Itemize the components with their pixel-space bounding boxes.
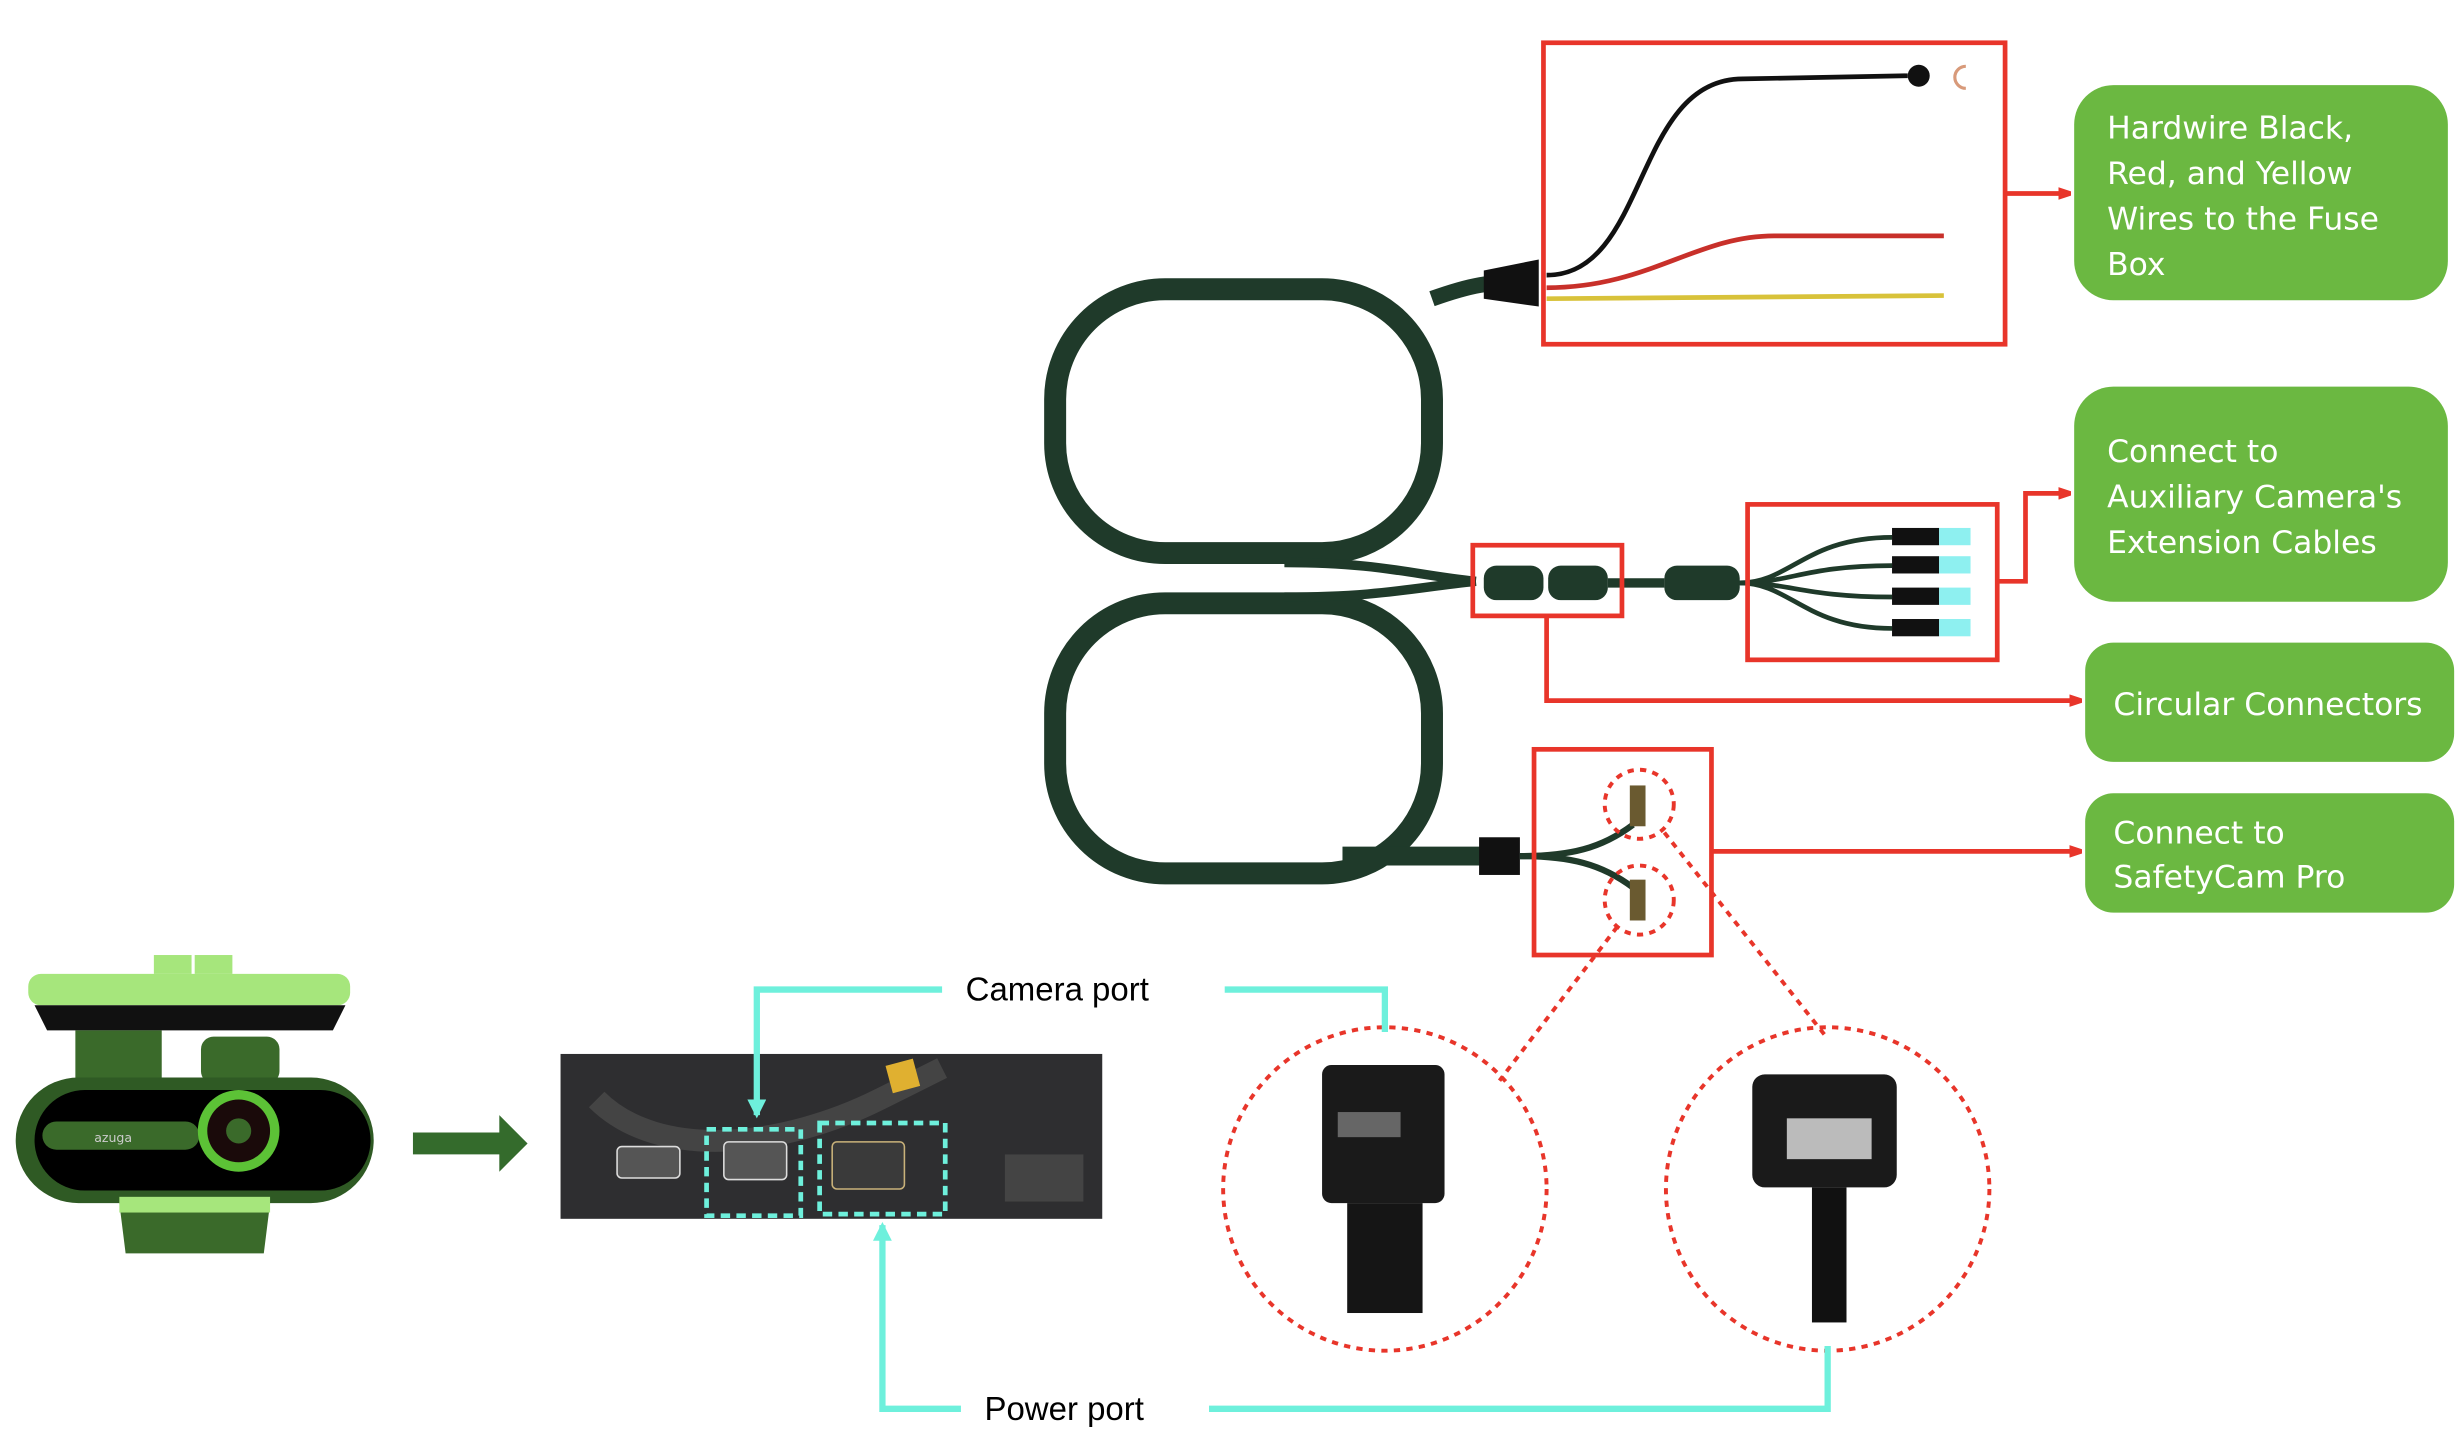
circular-connectors bbox=[1483, 527, 1971, 637]
mini-usb-connector-closeup bbox=[1322, 1064, 1445, 1314]
label-circular-connectors: Circular Connectors bbox=[2085, 642, 2455, 762]
camera-port-highlight bbox=[704, 1126, 804, 1219]
fuse-wires bbox=[1483, 64, 1966, 307]
power-port-label: Power port bbox=[984, 1390, 1143, 1427]
power-port-highlight bbox=[817, 1120, 948, 1217]
camera-port-label: Camera port bbox=[966, 971, 1149, 1008]
callouts bbox=[1221, 40, 2080, 1353]
svg-text:azuga: azuga bbox=[94, 1130, 132, 1145]
port-photo bbox=[560, 1053, 1103, 1219]
dashcam-icon: azuga bbox=[15, 955, 374, 1254]
port-leaders bbox=[747, 986, 1831, 1412]
harness-cable bbox=[1044, 275, 1508, 885]
micro-usb-connector-closeup bbox=[1752, 1074, 1897, 1323]
arrow-right-icon bbox=[412, 1115, 528, 1172]
safetycam-connectors bbox=[1479, 785, 1646, 921]
svg-text:Circular Connectors: Circular Connectors bbox=[2113, 687, 2422, 723]
